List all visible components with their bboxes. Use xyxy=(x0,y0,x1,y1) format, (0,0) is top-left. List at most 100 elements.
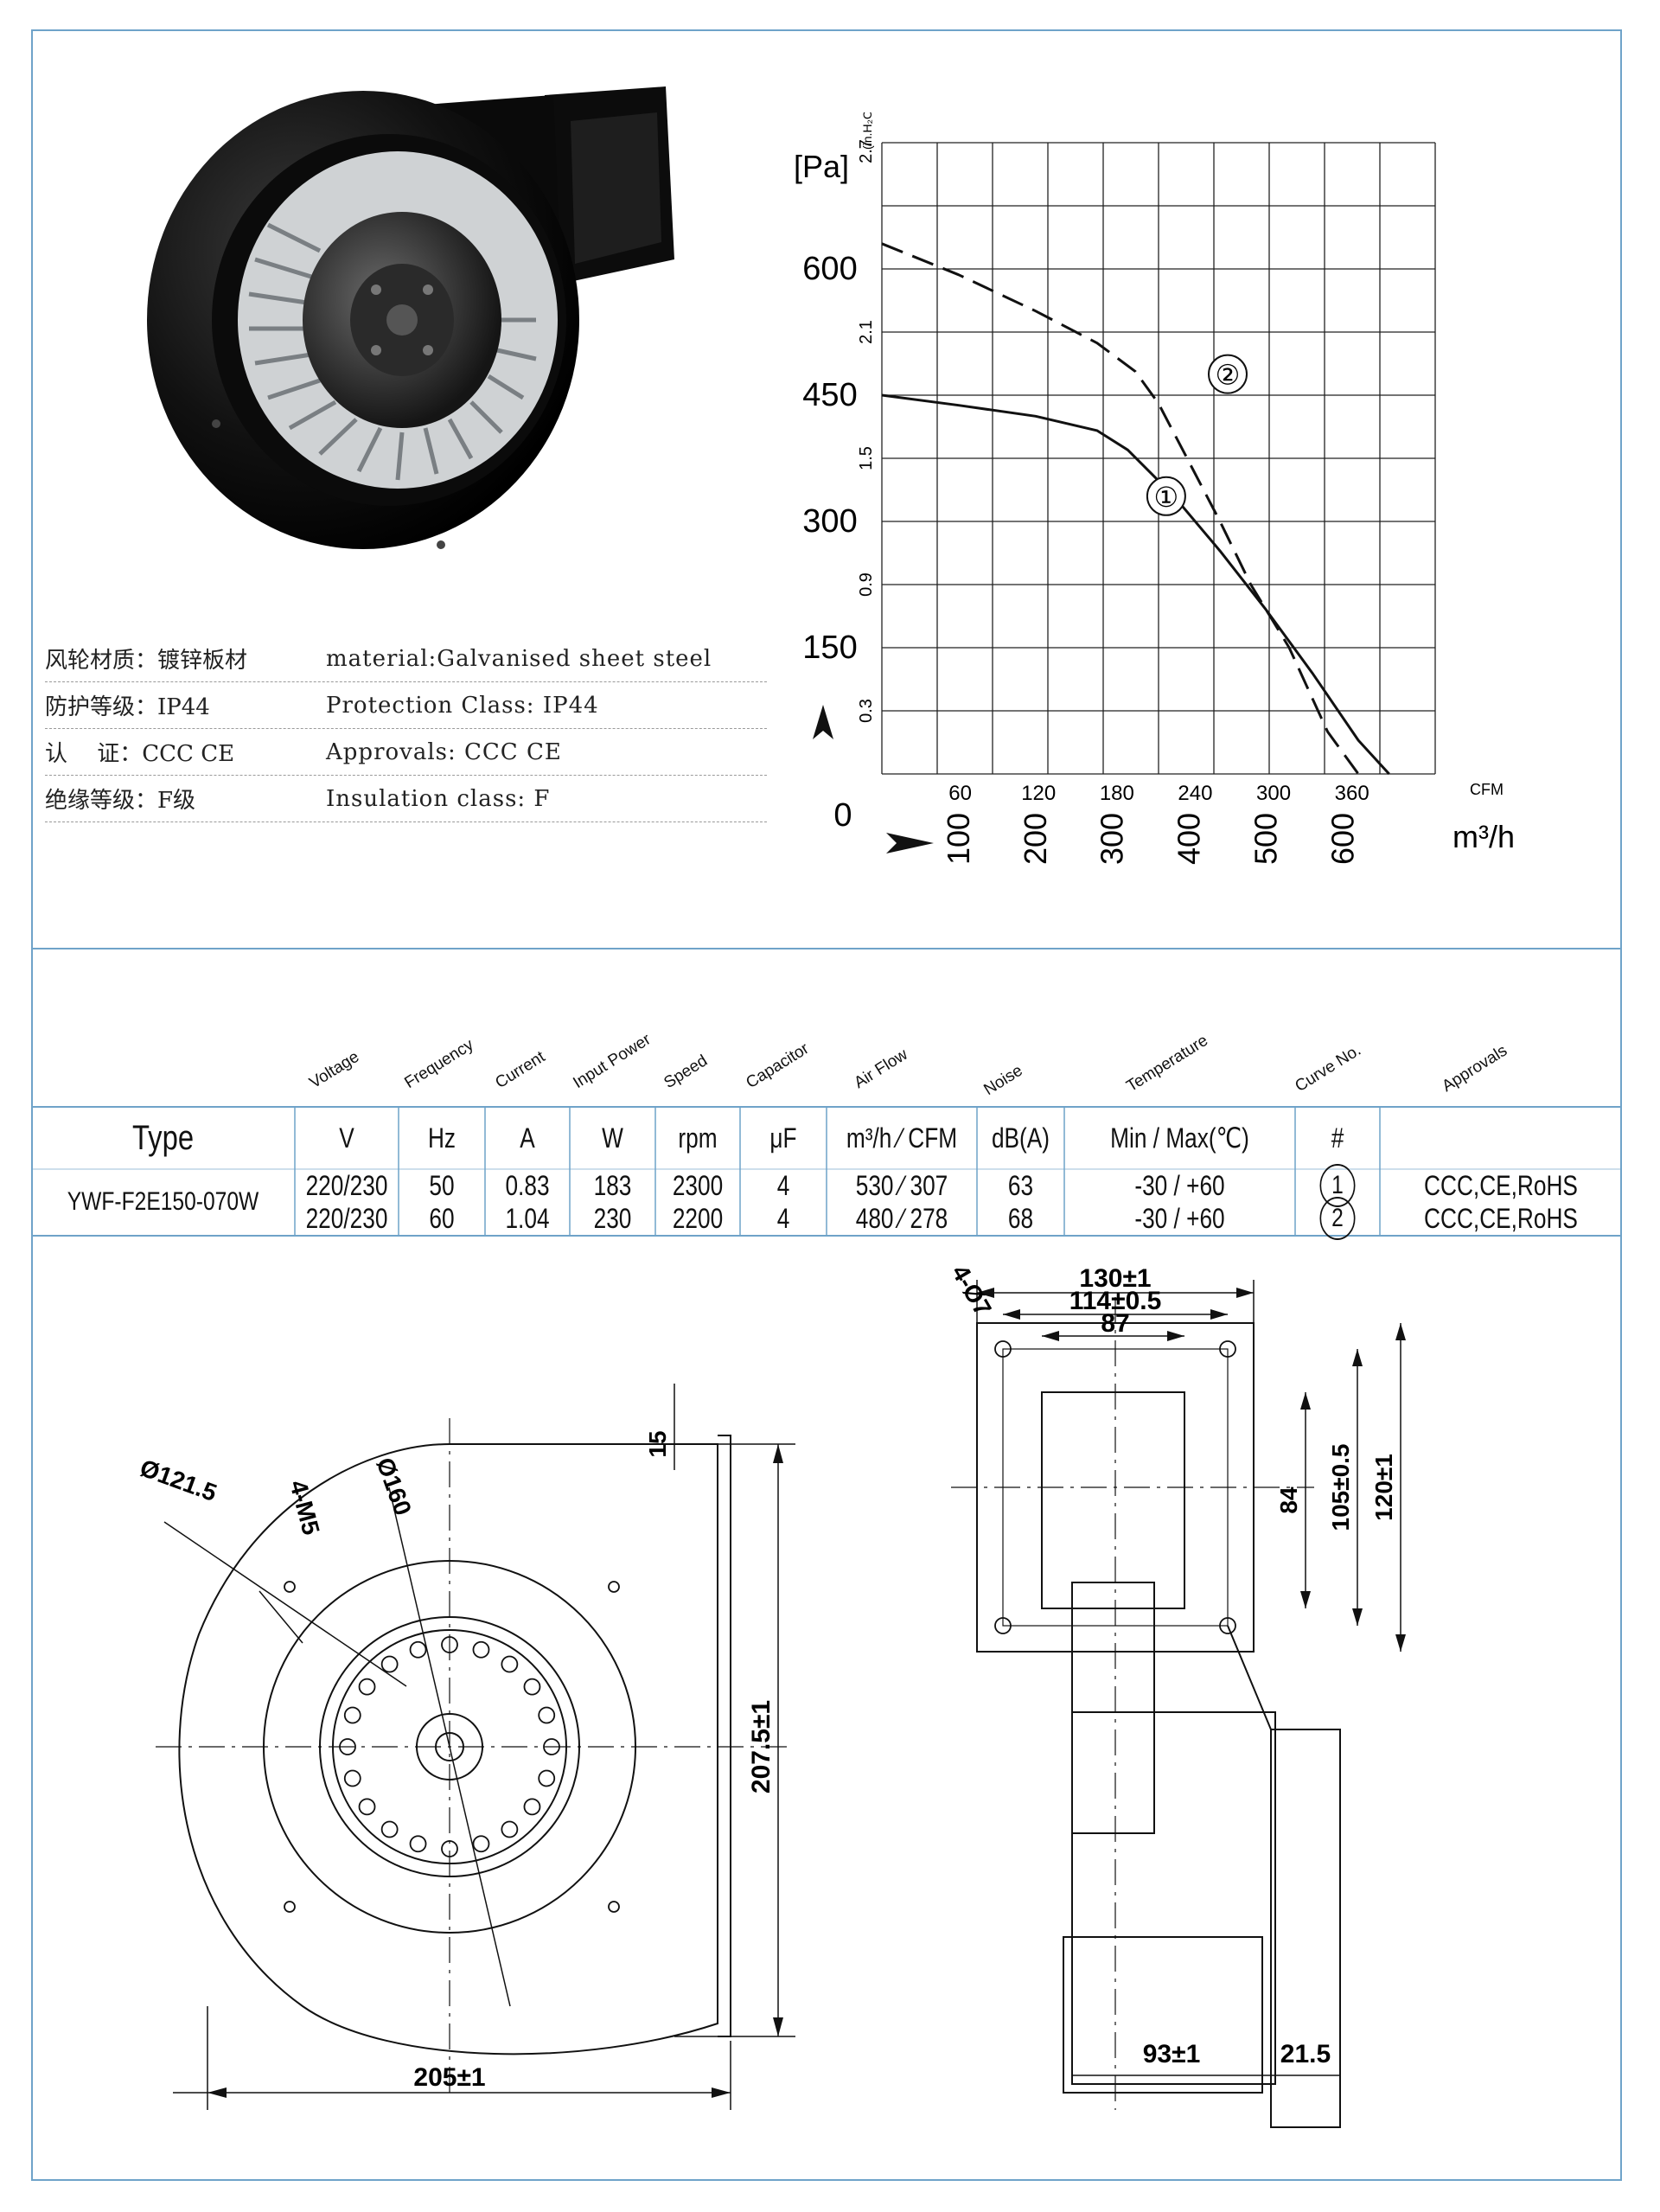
impeller-hole xyxy=(538,1769,556,1787)
cell-approvals: CCC,CE,RoHS xyxy=(1424,1169,1578,1201)
x-tick-m3h: 300 xyxy=(1095,813,1130,865)
unit-w: W xyxy=(602,1122,623,1154)
unit-uf: μF xyxy=(769,1122,797,1154)
performance-chart: ①② 6004503001500[Pa]2.72.11.50.90.3(in.H… xyxy=(794,112,1515,865)
y-axis-arrow xyxy=(813,705,833,739)
impeller-hole xyxy=(358,1678,376,1696)
chart-labels: 6004503001500[Pa]2.72.11.50.90.3(in.H₂O)… xyxy=(794,112,1515,865)
impeller-hole xyxy=(523,1798,541,1816)
cell-speed: 2300 xyxy=(672,1169,724,1201)
chart-series: ①② xyxy=(881,242,1390,776)
x-tick-cfm: 60 xyxy=(948,782,972,805)
x-tick-m3h: 400 xyxy=(1172,813,1207,865)
x-unit-cfm: CFM xyxy=(1470,781,1504,798)
x-tick-m3h: 200 xyxy=(1018,813,1053,865)
unit-v: V xyxy=(339,1122,354,1154)
cell-approvals: CCC,CE,RoHS xyxy=(1424,1202,1578,1234)
x-tick-cfm: 300 xyxy=(1256,782,1291,805)
x-tick-m3h: 500 xyxy=(1248,813,1283,865)
cell-current: 1.04 xyxy=(505,1202,550,1234)
cell-voltage: 220/230 xyxy=(305,1169,388,1201)
side-view-drawing: 130±1 114±0.5 87 84 105±0.5 120±1 4-Ø7 9… xyxy=(947,1261,1406,2128)
series-line-2 xyxy=(881,242,1360,775)
y-tick-label: 450 xyxy=(802,377,857,413)
spec-row: 绝缘等级：F级 Insulation class: F xyxy=(45,776,767,822)
impeller-hole xyxy=(380,1655,399,1673)
fan-photo xyxy=(147,86,674,549)
x-tick-m3h: 600 xyxy=(1325,813,1360,865)
y2-tick-label: 0.3 xyxy=(857,699,876,723)
unit-temp: Min / Max(℃) xyxy=(1110,1122,1249,1154)
unit-a: A xyxy=(520,1122,535,1154)
y-unit: [Pa] xyxy=(794,149,849,184)
cell-noise: 68 xyxy=(1007,1202,1034,1234)
x-unit-m3h: m³/h xyxy=(1452,819,1515,854)
mount-hole xyxy=(284,1901,296,1913)
spec-en: material:Galvanised sheet steel xyxy=(326,645,712,672)
curve-number: 2 xyxy=(1319,1197,1356,1240)
cell-frequency: 50 xyxy=(429,1169,455,1201)
cell-airflow: 480 ⁄ 278 xyxy=(855,1202,948,1234)
cell-airflow: 530 ⁄ 307 xyxy=(855,1169,948,1201)
impeller-hole xyxy=(501,1655,519,1673)
spec-en: Protection Class: IP44 xyxy=(326,692,599,719)
x-tick-cfm: 180 xyxy=(1100,782,1134,805)
cell-capacitor: 4 xyxy=(776,1169,790,1201)
spec-en: Approvals: CCC CE xyxy=(326,738,562,765)
impeller-hole xyxy=(501,1820,519,1838)
y-tick-label: 600 xyxy=(802,251,857,287)
x-tick-cfm: 360 xyxy=(1335,782,1370,805)
model-name: YWF-F2E150-070W xyxy=(67,1187,259,1216)
impeller-hole xyxy=(409,1835,427,1853)
impeller-hole xyxy=(538,1706,556,1724)
y2-tick-label: 1.5 xyxy=(857,446,876,470)
dim-d160: Ø160 xyxy=(371,1454,417,1518)
cell-speed: 2200 xyxy=(672,1202,724,1234)
series-label-circle xyxy=(1146,476,1186,516)
page-frame xyxy=(31,29,1622,2181)
dim-130: 130±1 xyxy=(1079,1264,1151,1293)
spec-row: 风轮材质：镀锌板材 material:Galvanised sheet steel xyxy=(45,636,767,682)
impeller-hole xyxy=(380,1820,399,1838)
impeller-hole xyxy=(523,1678,541,1696)
dim-84: 84 xyxy=(1275,1486,1302,1514)
spec-table: Voltage Frequency Current Input Power Sp… xyxy=(31,1029,1622,1240)
spec-cn: 绝缘等级：F级 xyxy=(45,788,196,814)
impeller-hole xyxy=(472,1835,490,1853)
x-axis-arrow xyxy=(886,833,934,853)
y2-unit: (in.H₂O) xyxy=(860,112,874,150)
y2-tick-label: 2.7 xyxy=(857,139,876,163)
cell-power: 230 xyxy=(593,1202,632,1234)
cell-noise: 63 xyxy=(1007,1169,1034,1201)
dim-114: 114±0.5 xyxy=(1069,1287,1162,1315)
x-tick-cfm: 240 xyxy=(1178,782,1212,805)
spec-cn: 风轮材质：镀锌板材 xyxy=(45,648,248,674)
mount-hole xyxy=(608,1581,620,1593)
spec-row: 认 证：CCC CE Approvals: CCC CE xyxy=(45,729,767,776)
type-label: Type xyxy=(131,1118,195,1157)
dim-d121: Ø121.5 xyxy=(137,1454,220,1507)
series-label: ② xyxy=(1216,360,1241,391)
dim-120: 120±1 xyxy=(1370,1454,1397,1521)
dim-205: 205±1 xyxy=(413,2063,485,2092)
impeller-hole xyxy=(472,1640,490,1659)
section-divider xyxy=(31,1235,1622,1237)
mount-hole xyxy=(284,1581,296,1593)
spec-en: Insulation class: F xyxy=(326,785,551,812)
cell-voltage: 220/230 xyxy=(305,1202,388,1234)
spec-list: 风轮材质：镀锌板材 material:Galvanised sheet steel… xyxy=(45,636,767,822)
chart-grid xyxy=(881,142,1436,775)
y-tick-label: 0 xyxy=(833,797,852,834)
y2-tick-label: 2.1 xyxy=(857,320,876,344)
spec-cn: 认 证：CCC CE xyxy=(45,741,235,767)
y-tick-label: 300 xyxy=(802,503,857,540)
mount-hole xyxy=(608,1901,620,1913)
dim-93: 93±1 xyxy=(1143,2040,1201,2068)
impeller-hole xyxy=(358,1798,376,1816)
unit-curve: # xyxy=(1331,1122,1344,1154)
impeller-hole xyxy=(409,1640,427,1659)
dim-207: 207.5±1 xyxy=(747,1700,776,1793)
series-label: ① xyxy=(1154,482,1179,513)
unit-hz: Hz xyxy=(427,1122,456,1154)
